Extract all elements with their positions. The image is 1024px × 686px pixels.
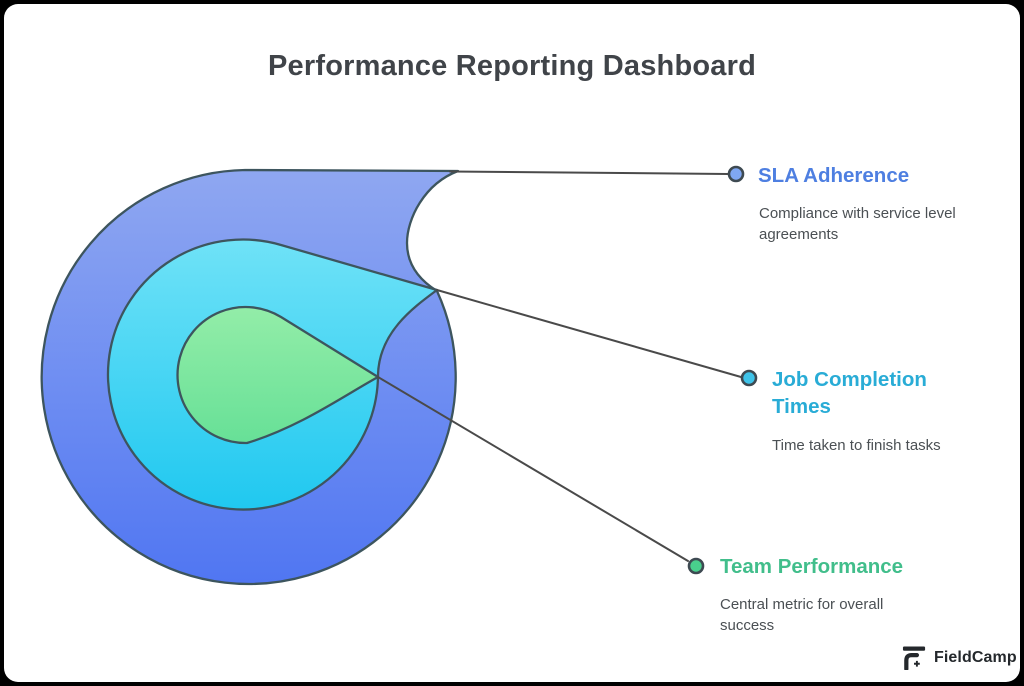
job-completion-description: Time taken to finish tasks [772,437,941,454]
team-callout-line [377,376,689,562]
sla-adherence-label: SLA Adherence [758,164,910,187]
brand-footer: FieldCamp [902,645,1017,670]
team-performance-label: Team Performance [720,555,904,578]
team-performance-description: Central metric for overall success [720,596,884,634]
job-callout-dot [740,369,758,387]
team-callout-dot [687,557,705,575]
core-team-performance [176,305,380,445]
brand-name: FieldCamp [934,648,1017,666]
job-completion-label: Job Completion Times [772,368,927,418]
job-callout-line [436,289,742,378]
sla-adherence-description: Compliance with service level agreements [759,205,956,243]
sla-callout-line [449,170,729,175]
fieldcamp-logo-icon [902,646,926,670]
sla-callout-dot [727,165,745,183]
page-title: Performance Reporting Dashboard [267,50,756,82]
